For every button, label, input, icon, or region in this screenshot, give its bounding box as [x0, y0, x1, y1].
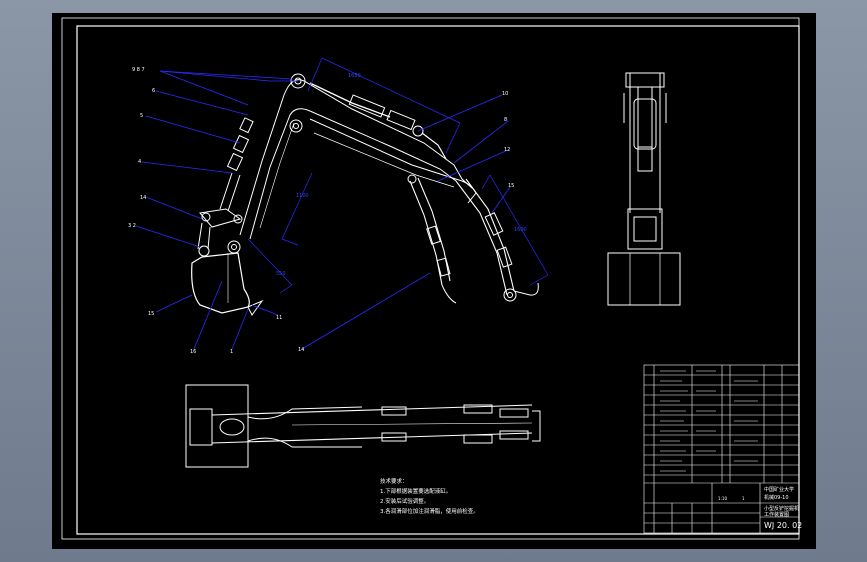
- notes-title: 技术要求：: [380, 477, 408, 485]
- dim-right: 1600: [514, 227, 527, 233]
- leader-lines: [135, 70, 511, 350]
- balloon-14-bottom: 14: [298, 347, 304, 353]
- dim-lower: 550: [276, 271, 286, 277]
- title-sheet: 1: [742, 496, 745, 501]
- balloon-15-left: 15: [148, 311, 154, 317]
- balloon-3-2: 3 2: [128, 223, 136, 229]
- balloon-1: 1: [230, 349, 233, 355]
- balloon-6: 6: [152, 88, 155, 94]
- cad-viewport[interactable]: 9 8 7 6 5 4 14 3 2 15 16 1 11 10 8 12 15…: [52, 13, 816, 549]
- title-subtitle: 工作装置图: [764, 511, 789, 518]
- balloon-5: 5: [140, 113, 143, 119]
- title-drawing-number: WJ 20. 02: [764, 521, 802, 530]
- balloon-8-right: 8: [504, 117, 507, 123]
- balloon-16: 16: [190, 349, 196, 355]
- front-view: [607, 72, 681, 306]
- balloon-11: 11: [276, 315, 282, 321]
- title-scale: 1:10: [718, 496, 727, 501]
- balloon-4: 4: [138, 159, 141, 165]
- balloon-14: 14: [140, 195, 146, 201]
- parts-list-rows: [660, 370, 758, 472]
- technical-notes: 技术要求： 1.下部根据装置要选配液缸。 2.安装后试验调整。 3.各润滑部位加…: [380, 477, 479, 515]
- side-view: [191, 73, 539, 316]
- top-view: [185, 384, 541, 468]
- dimension-lines: [247, 57, 549, 294]
- title-org-line1: 中国矿业大学: [764, 486, 794, 493]
- title-drawing-title: 小型反铲挖掘机: [764, 505, 799, 512]
- balloon-12: 12: [504, 147, 510, 153]
- cad-drawing: 9 8 7 6 5 4 14 3 2 15 16 1 11 10 8 12 15…: [61, 17, 802, 540]
- title-org-line2: 机械09-10: [764, 494, 789, 501]
- boom-upper-edge: [239, 79, 473, 236]
- dim-top: 1650: [348, 73, 361, 79]
- inner-frame: [76, 25, 800, 535]
- parts-list-table: [643, 364, 800, 534]
- balloon-9-8-7: 9 8 7: [132, 67, 145, 73]
- dim-mid: 1100: [296, 193, 309, 199]
- notes-line1: 1.下部根据装置要选配液缸。: [380, 487, 451, 495]
- notes-line3: 3.各润滑部位加注润滑脂，使用前检查。: [380, 507, 479, 515]
- boom-lower-edge: [249, 108, 457, 240]
- balloon-15-right: 15: [508, 183, 514, 189]
- outer-frame: [61, 17, 800, 540]
- notes-line2: 2.安装后试验调整。: [380, 497, 429, 505]
- balloon-10: 10: [502, 91, 508, 97]
